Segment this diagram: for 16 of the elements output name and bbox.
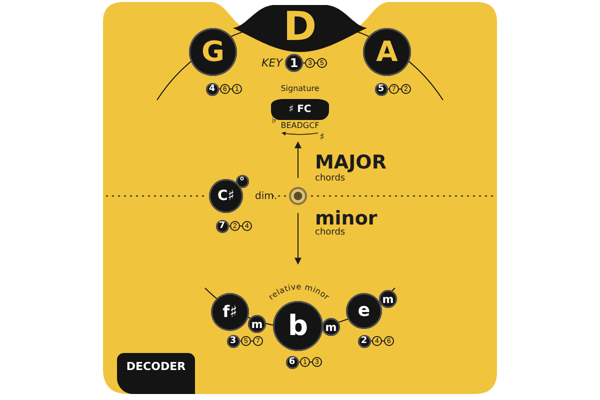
chord-quality-label: dim.	[255, 192, 278, 202]
connector-line	[250, 340, 254, 342]
window-tab: D	[233, 4, 367, 52]
subheading-text: chords	[315, 228, 346, 238]
connector-line	[382, 340, 384, 342]
sharp-sign: ♯	[320, 133, 324, 143]
note-order-text: BEADGCF	[280, 122, 320, 130]
label-tab: DECODER	[117, 353, 195, 394]
subheading-text: chords	[315, 174, 346, 184]
connector-line	[230, 88, 232, 90]
key-label: KEY	[262, 58, 282, 68]
connector-line	[398, 88, 402, 90]
heading-text: Signature	[280, 85, 320, 93]
heading-text: minor	[315, 210, 378, 228]
connector-line	[314, 62, 318, 64]
heading-text: MAJOR	[315, 154, 386, 172]
